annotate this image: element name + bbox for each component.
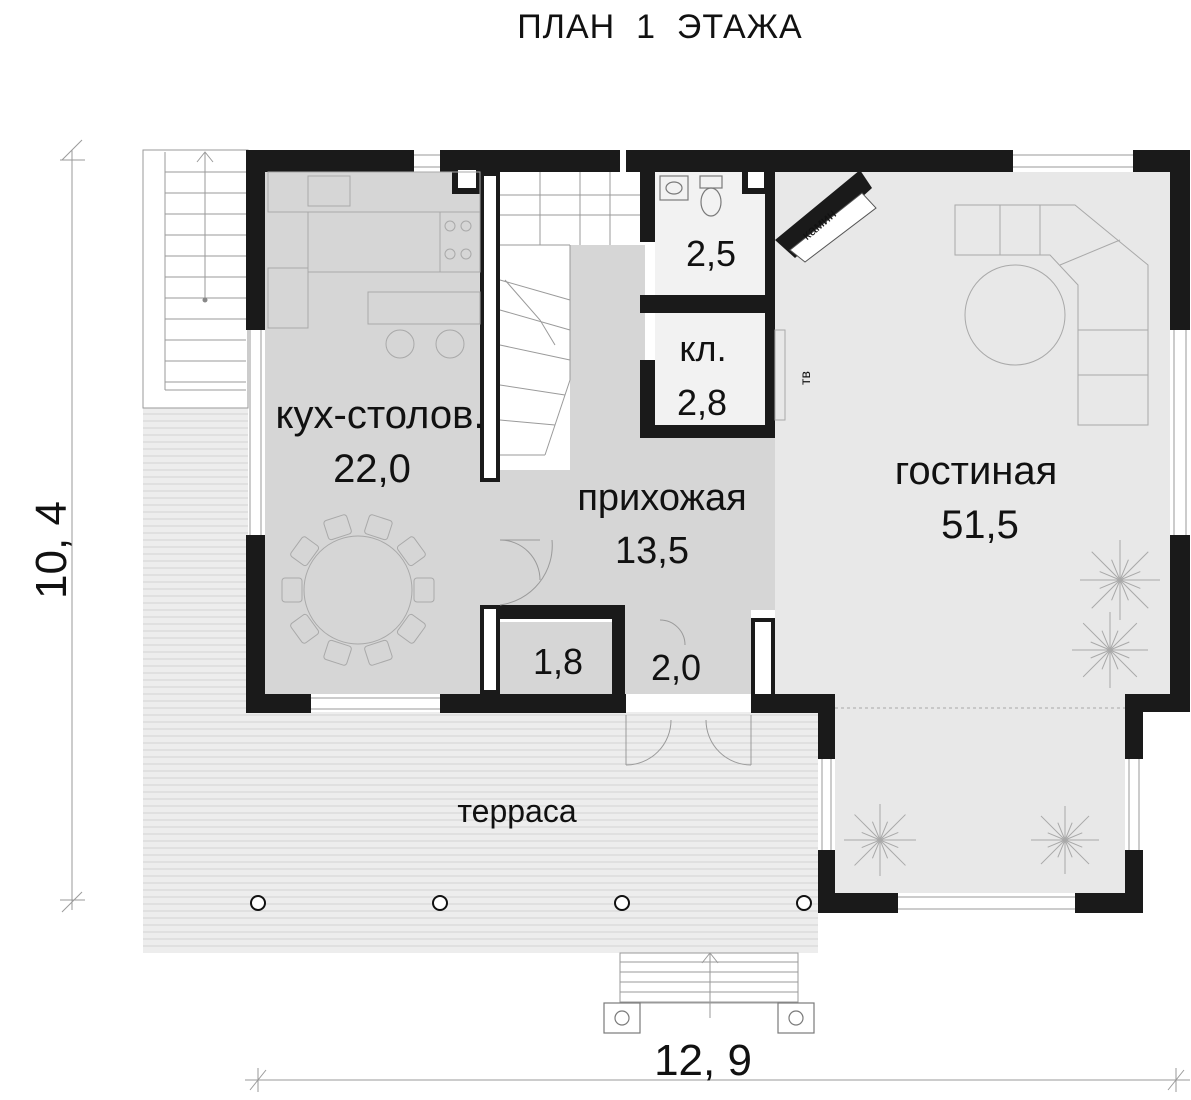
dining-chair xyxy=(290,613,320,644)
interior-stair xyxy=(499,172,640,456)
hall-area: 13,5 xyxy=(615,530,689,572)
terrace-columns xyxy=(250,895,812,911)
dining-chair xyxy=(290,536,320,567)
dining-chair xyxy=(396,536,426,567)
dining-chair xyxy=(396,613,426,644)
bathroom-fixtures xyxy=(659,175,723,217)
dining-chair xyxy=(364,514,393,541)
dining-chair xyxy=(364,639,393,666)
height-dimension: 10, 4 xyxy=(27,501,76,599)
dining-chair xyxy=(281,577,303,603)
storage-a-area: 1,8 xyxy=(533,641,583,682)
dining-chair xyxy=(413,577,435,603)
kitchen-area: 22,0 xyxy=(333,447,411,491)
kitchen-name: кух-столов. xyxy=(276,393,485,437)
room-fills xyxy=(265,172,1170,893)
outdoor-stair-left xyxy=(142,149,249,409)
closet-name: кл. xyxy=(679,328,726,369)
width-dimension: 12, 9 xyxy=(654,1036,752,1085)
doors xyxy=(499,539,752,766)
hall-name: прихожая xyxy=(577,477,746,519)
living-area: 51,5 xyxy=(941,503,1019,547)
walls xyxy=(246,150,1190,913)
tv-label: тв xyxy=(797,371,813,385)
entry-stair-bottom xyxy=(603,952,815,1034)
kitchen-furniture xyxy=(267,171,481,666)
plan-title: ПЛАН 1 ЭТАЖА xyxy=(517,8,803,46)
living-name: гостиная xyxy=(895,449,1058,493)
terrace-name: терраса xyxy=(457,793,576,829)
bathroom-area: 2,5 xyxy=(686,233,736,274)
dining-chair xyxy=(323,639,352,666)
closet-area: 2,8 xyxy=(677,382,727,423)
dining-chair xyxy=(323,514,352,541)
living-furniture xyxy=(774,204,1160,876)
storage-b-area: 2,0 xyxy=(651,647,701,688)
dimension-lines xyxy=(60,139,1190,1092)
terrace-deck xyxy=(143,408,818,953)
